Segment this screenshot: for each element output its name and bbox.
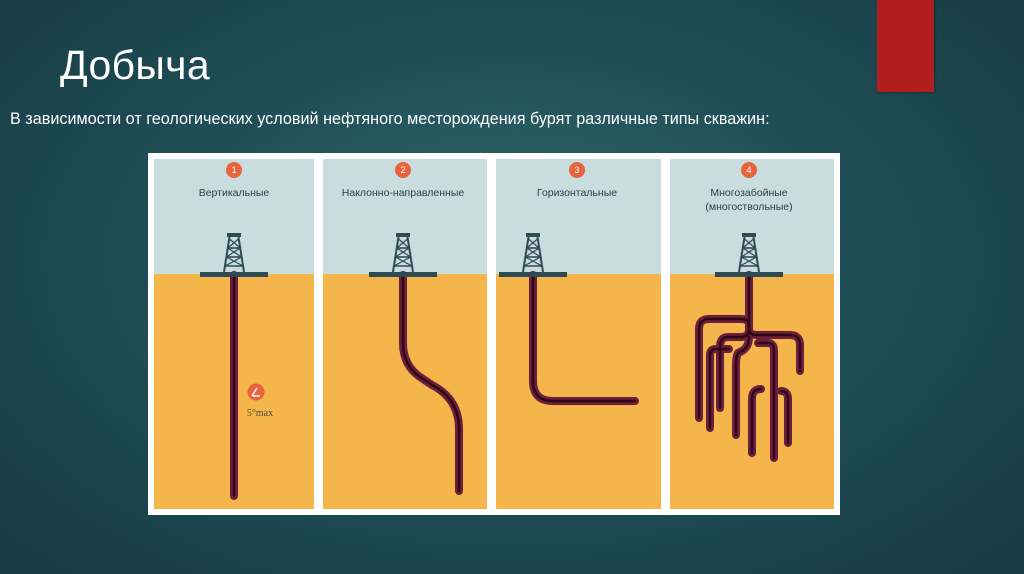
well-types-diagram: 1 Вертикальные 5°max 2 Наклонно-направле… [148, 153, 840, 515]
panel-caption: Горизонтальные [537, 187, 617, 199]
well-types-diagram-svg: 1 Вертикальные 5°max 2 Наклонно-направле… [148, 153, 840, 515]
slide-subtitle: В зависимости от геологических условий н… [10, 110, 770, 129]
panel-number: 2 [400, 165, 405, 175]
panel-number: 1 [231, 165, 236, 175]
panel-number: 3 [574, 165, 579, 175]
well-panel-horizontal: 3 Горизонтальные [496, 159, 661, 509]
angle-max-label: 5°max [247, 408, 273, 419]
accent-bar [877, 0, 934, 92]
panel-caption: Наклонно-направленные [342, 187, 465, 199]
panel-caption: Вертикальные [199, 187, 270, 199]
angle-icon [248, 384, 265, 401]
well-panel-multilateral: 4 Многозабойные (многоствольные) [670, 159, 834, 509]
well-panel-directional: 2 Наклонно-направленные [323, 159, 487, 509]
panel-caption-line2: (многоствольные) [705, 201, 792, 213]
panel-number: 4 [746, 165, 751, 175]
well-panel-vertical: 1 Вертикальные 5°max [154, 159, 314, 509]
panel-caption: Многозабойные [710, 187, 787, 199]
slide-title: Добыча [60, 42, 210, 89]
